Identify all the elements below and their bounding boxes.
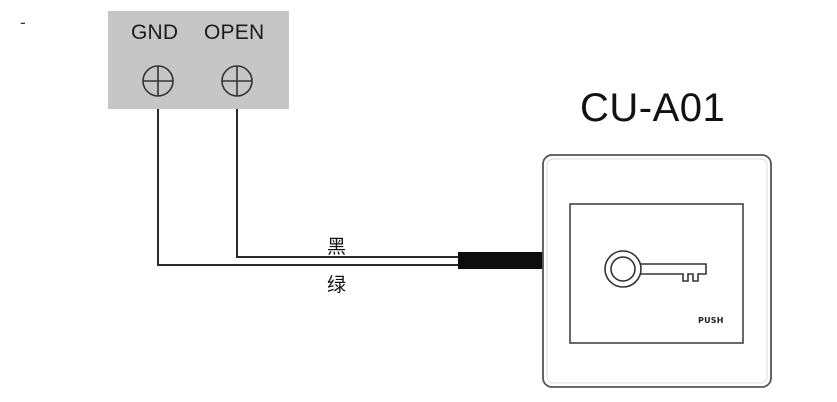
open-wire xyxy=(236,108,460,258)
terminal-label-open: OPEN xyxy=(204,21,265,44)
corner-mark: - xyxy=(20,13,26,32)
push-label: PUSH xyxy=(698,316,724,325)
terminal-label-gnd: GND xyxy=(131,21,179,44)
wire-label-black: 黑 xyxy=(327,236,347,258)
screw-terminal-icon xyxy=(221,65,253,97)
key-icon xyxy=(604,250,707,288)
screw-terminal-icon xyxy=(142,65,174,97)
cable-sheath xyxy=(458,252,544,269)
device-model-title: CU-A01 xyxy=(580,86,726,130)
wire-label-green: 绿 xyxy=(327,274,347,296)
terminal-block: GND OPEN xyxy=(108,11,289,109)
gnd-wire xyxy=(157,108,460,266)
